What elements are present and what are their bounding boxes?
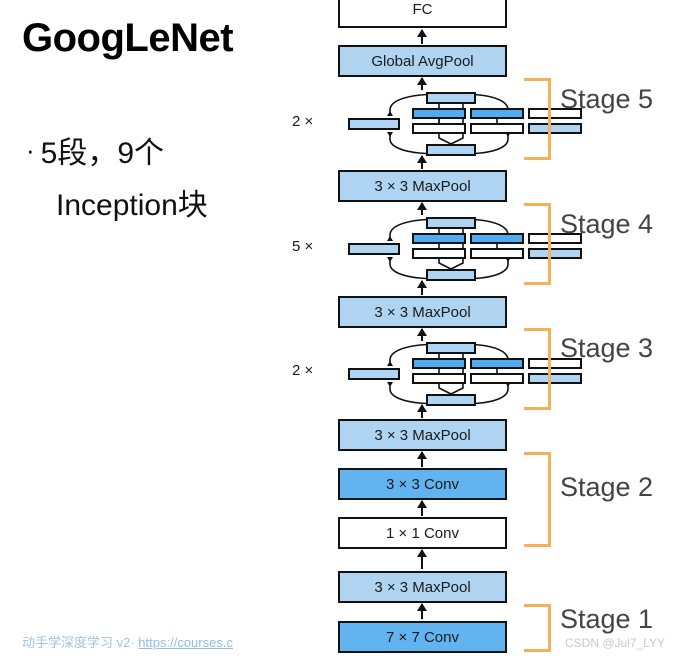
stage-label-2: Stage 2 [560,472,654,502]
page-title: GoogLeNet [22,16,234,60]
inception-concat-bar [426,92,476,104]
bullet-dot-icon: · [26,135,35,165]
inception-branch-3x3-reduce [412,373,466,384]
node-maxpool-stage1: 3 × 3 MaxPool [338,571,507,603]
node-maxpool-stage3: 3 × 3 MaxPool [338,296,507,328]
bullet-line-2: Inception块 [56,189,208,222]
node-conv-3x3: 3 × 3 Conv [338,468,507,500]
inception-branch-3x3-conv [412,233,466,244]
arrow-maxpool2-to-inception3 [417,404,427,418]
node-maxpool-stage2: 3 × 3 MaxPool [338,419,507,451]
inception-input-bar [426,394,476,406]
inception-branch-pool-proj [528,358,582,369]
arrow-inception3-to-maxpool3 [417,328,427,341]
inception-branch-5x5-reduce [470,123,524,134]
inception-branch-1x1 [348,118,400,130]
bullet-line-1: 5段，9个 [40,137,165,170]
inception-concat-bar [426,217,476,229]
multiplier-inception4: 5 × [292,238,314,255]
inception-branch-1x1 [348,243,400,255]
bracket-stage2 [524,452,551,547]
arrow-gap-to-fc [417,29,427,44]
footer: 动手学深度学习 v2· https://courses.c [22,632,233,651]
watermark: CSDN @Jul7_LYY [565,636,665,650]
inception-block-stage4 [330,215,582,283]
inception-branch-5x5-conv [470,233,524,244]
inception-input-bar [426,269,476,281]
bracket-stage4 [524,203,551,285]
multiplier-inception3: 2 × [292,362,314,379]
inception-branch-3x3-conv [412,358,466,369]
inception-concat-bar [426,342,476,354]
inception-branch-5x5-reduce [470,373,524,384]
node-conv-1x1: 1 × 1 Conv [338,517,507,549]
inception-branch-5x5-conv [470,108,524,119]
stage-label-5: Stage 5 [560,84,654,114]
bracket-stage5 [524,78,551,160]
node-fc: FC [338,0,507,28]
stage-label-1: Stage 1 [560,604,654,634]
inception-branch-3x3-reduce [412,248,466,259]
arrow-maxpool3-to-inception4 [417,280,427,295]
inception-branch-maxpool [528,373,582,384]
inception-branch-pool-proj [528,233,582,244]
arrow-conv1x1-to-conv3x3 [417,500,427,516]
list-item: · 5段，9个 [26,128,316,180]
bracket-stage1 [524,604,551,652]
node-maxpool-stage4: 3 × 3 MaxPool [338,170,507,202]
footer-course-link[interactable]: https://courses.c [138,635,233,650]
arrow-inception5-to-gap [417,77,427,90]
arrow-maxpool4-to-inception5 [417,155,427,169]
stage-label-4: Stage 4 [560,209,654,239]
list-item-continuation: Inception块 [56,180,316,232]
bracket-stage3 [524,328,551,410]
arrow-inception4-to-maxpool4 [417,202,427,215]
inception-branch-5x5-conv [470,358,524,369]
inception-branch-maxpool [528,248,582,259]
inception-branch-3x3-conv [412,108,466,119]
inception-branch-pool-proj [528,108,582,119]
footer-course-text: 动手学深度学习 v2· [22,635,135,650]
node-global-avgpool: Global AvgPool [338,45,507,77]
arrow-maxpool1-to-conv1x1 [417,549,427,569]
bullet-list: · 5段，9个 Inception块 [26,128,316,232]
inception-branch-maxpool [528,123,582,134]
stage-label-3: Stage 3 [560,333,654,363]
arrow-conv3x3-to-maxpool2 [417,451,427,467]
inception-branch-3x3-reduce [412,123,466,134]
inception-branch-1x1 [348,368,400,380]
inception-input-bar [426,144,476,156]
inception-branch-5x5-reduce [470,248,524,259]
inception-block-stage5 [330,90,582,158]
multiplier-inception5: 2 × [292,113,314,130]
node-conv-7x7: 7 × 7 Conv [338,621,507,653]
arrow-conv7x7-to-maxpool1 [417,603,427,619]
inception-block-stage3 [330,340,582,408]
